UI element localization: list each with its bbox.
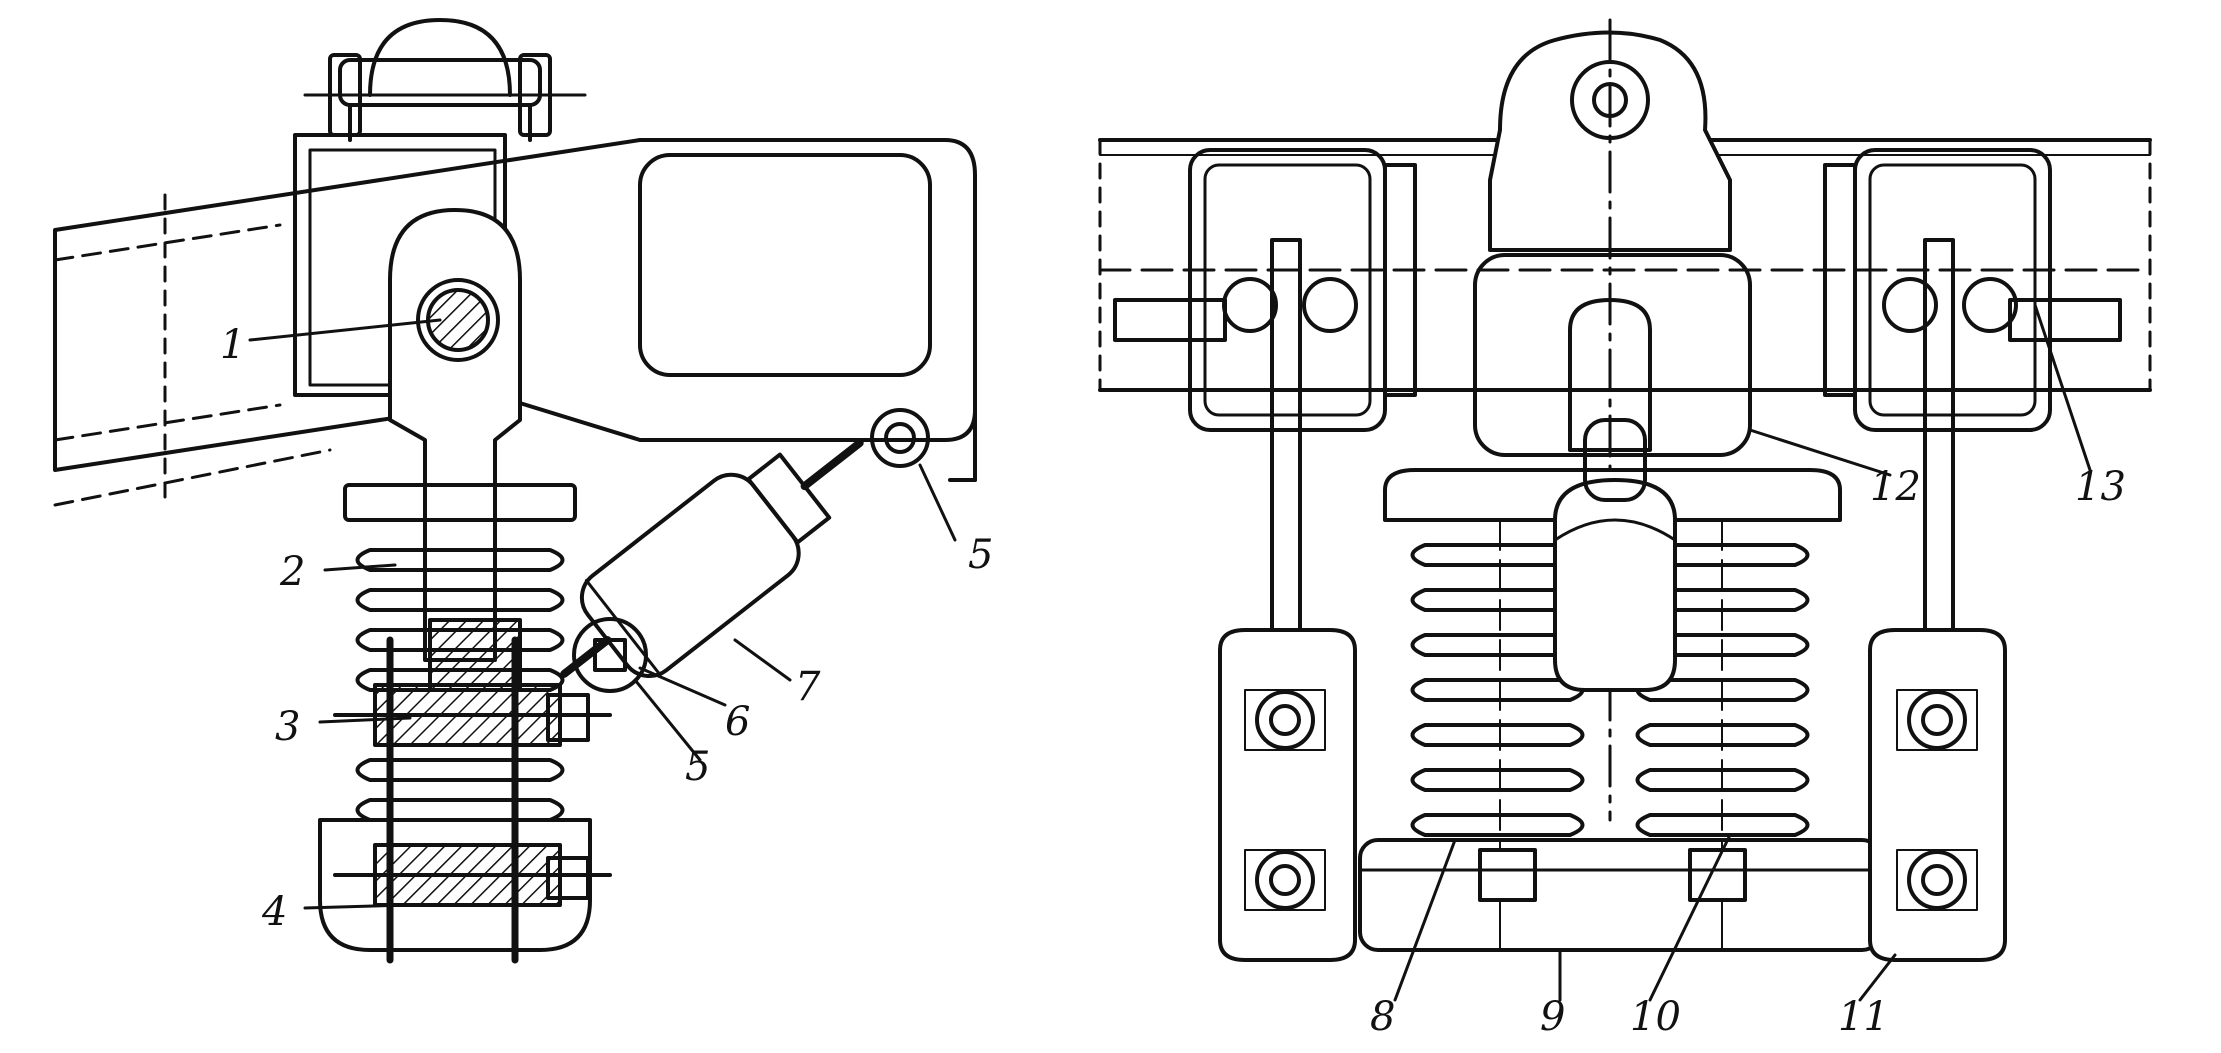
callout-5-lower: 5 — [685, 744, 710, 790]
callout-10: 10 — [1630, 994, 1681, 1040]
callout-2: 2 — [279, 549, 305, 595]
top-pivot-bracket — [303, 18, 587, 142]
callout-7: 7 — [795, 664, 821, 710]
right-end-view — [1098, 18, 2152, 962]
hydraulic-damper — [560, 439, 864, 679]
callout-13: 13 — [2075, 464, 2126, 510]
spring-upper-cap — [343, 483, 577, 522]
damper-mount-eye-lower — [572, 617, 648, 693]
swing-link — [388, 208, 522, 662]
callout-labels: 1 2 3 4 5 5 6 7 8 9 10 11 12 13 — [220, 322, 2126, 1040]
callout-12: 12 — [1870, 464, 1921, 510]
link-end-block — [428, 618, 522, 692]
upper-clamp — [333, 683, 612, 747]
leader-lines — [248, 303, 2092, 1002]
callout-8: 8 — [1370, 994, 1395, 1040]
callout-9: 9 — [1540, 994, 1565, 1040]
callout-3: 3 — [275, 704, 300, 750]
spring-plank — [1358, 838, 1882, 952]
callout-6: 6 — [725, 699, 750, 745]
callout-1: 1 — [220, 322, 245, 368]
callout-4: 4 — [261, 889, 287, 935]
lower-cup — [318, 818, 612, 952]
callout-5-upper: 5 — [968, 532, 993, 578]
left-side-view — [53, 18, 977, 964]
hanger-left — [1218, 238, 1357, 962]
central-damper — [1553, 418, 1677, 692]
frame-bracket-left — [1188, 148, 1417, 432]
damper-mount-eye-upper — [870, 408, 930, 468]
hanger-right — [1868, 238, 2007, 962]
callout-11: 11 — [1838, 994, 1889, 1040]
